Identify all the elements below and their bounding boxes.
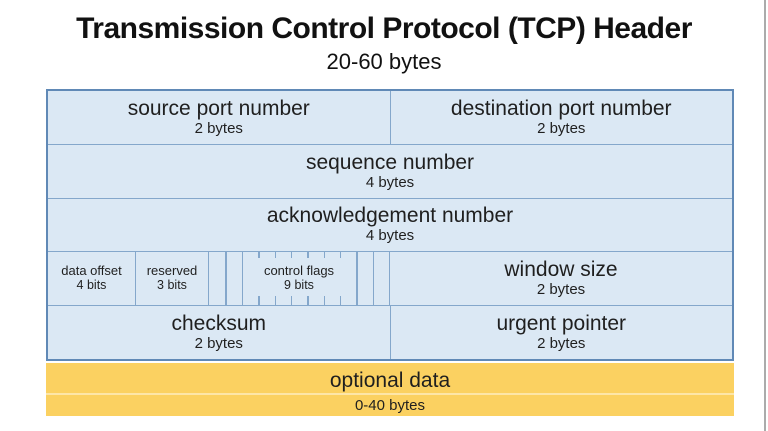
optional-data-size: 0-40 bytes	[354, 396, 426, 414]
destination-port-size: 2 bytes	[537, 119, 586, 137]
bit-separator-line	[225, 252, 227, 306]
cell-urgent-pointer: urgent pointer 2 bytes	[389, 306, 733, 359]
urgent-pointer-size: 2 bytes	[537, 334, 586, 352]
reserved-size: 3 bits	[157, 278, 187, 293]
cell-checksum: checksum 2 bytes	[48, 306, 390, 359]
bit-separator-tick	[258, 252, 260, 259]
tcp-header-table: source port number 2 bytes destination p…	[46, 89, 734, 361]
cell-sequence-number: sequence number 4 bytes	[48, 145, 732, 198]
checksum-label: checksum	[171, 311, 267, 335]
bit-separator-tick	[339, 296, 342, 306]
bit-separator-line	[241, 252, 244, 306]
bit-separator-tick	[274, 296, 276, 306]
data-offset-label: data offset	[61, 262, 122, 278]
bit-separator-tick	[339, 252, 342, 259]
cell-source-port: source port number 2 bytes	[48, 91, 390, 144]
checksum-size: 2 bytes	[194, 334, 243, 352]
control-flags-size: 9 bits	[284, 278, 314, 293]
acknowledgement-label: acknowledgement number	[266, 204, 514, 228]
page-title: Transmission Control Protocol (TCP) Head…	[76, 12, 692, 45]
source-port-label: source port number	[127, 96, 310, 120]
row-acknowledgement: acknowledgement number 4 bytes	[48, 197, 732, 252]
data-offset-size: 4 bits	[76, 278, 107, 293]
source-port-size: 2 bytes	[194, 119, 243, 137]
bit-separator-tick	[307, 252, 309, 259]
sequence-label: sequence number	[305, 150, 475, 174]
bit-separator-tick	[307, 296, 309, 306]
bit-separator-line	[356, 252, 358, 306]
bit-separator-tick	[323, 296, 325, 306]
row-checksum: checksum 2 bytes urgent pointer 2 bytes	[48, 305, 732, 359]
cell-control-flags: control flags 9 bits	[208, 252, 389, 306]
reserved-label: reserved	[146, 262, 198, 278]
bit-separator-line	[372, 252, 375, 306]
destination-port-label: destination port number	[450, 96, 672, 120]
cell-window-size: window size 2 bytes	[389, 252, 732, 306]
control-flags-text: control flags 9 bits	[263, 262, 335, 295]
optional-data-main: optional data	[46, 363, 734, 393]
row-ports: source port number 2 bytes destination p…	[48, 91, 732, 144]
cell-acknowledgement-number: acknowledgement number 4 bytes	[48, 199, 732, 252]
window-size-size: 2 bytes	[536, 281, 586, 299]
bit-separator-tick	[258, 296, 260, 306]
control-flags-label: control flags	[263, 262, 335, 278]
cell-reserved: reserved 3 bits	[135, 252, 208, 306]
cell-optional-data: optional data 0-40 bytes	[46, 363, 734, 416]
sequence-size: 4 bytes	[365, 173, 415, 191]
bit-separator-tick	[290, 252, 293, 259]
bit-separator-tick	[274, 252, 276, 259]
optional-data-label: optional data	[329, 368, 451, 392]
urgent-pointer-label: urgent pointer	[496, 311, 627, 335]
cell-destination-port: destination port number 2 bytes	[389, 91, 733, 144]
cell-data-offset: data offset 4 bits	[48, 252, 135, 305]
optional-data-sub: 0-40 bytes	[46, 393, 734, 416]
page-subtitle: 20-60 bytes	[326, 49, 442, 74]
screen-right-edge	[764, 0, 766, 431]
row-sequence: sequence number 4 bytes	[48, 143, 732, 198]
row-bits: data offset 4 bits reserved 3 bits	[48, 251, 732, 306]
window-size-label: window size	[504, 258, 618, 282]
acknowledgement-size: 4 bytes	[365, 227, 415, 245]
bit-separator-tick	[290, 296, 293, 306]
bit-separator-tick	[323, 252, 325, 259]
